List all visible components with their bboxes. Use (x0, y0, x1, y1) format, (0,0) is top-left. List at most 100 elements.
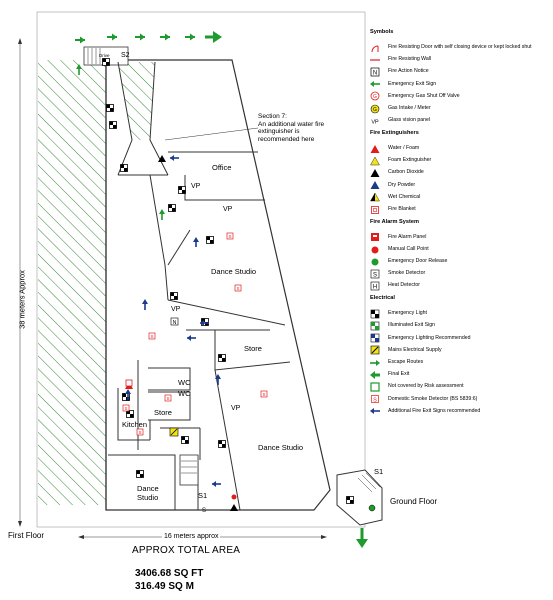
door-release-icon (370, 257, 380, 267)
legend-item-label: Wet Chemical (388, 193, 421, 200)
legend-item: Wet Chemical (370, 191, 553, 203)
small-s-label: S (202, 508, 207, 514)
escape-arrow-icon (159, 209, 165, 220)
svg-text:N: N (373, 71, 377, 77)
room-wc: WC (178, 389, 191, 398)
legend-item-label: Emergency Lighting Recommended (388, 334, 471, 341)
legend-item-label: Final Exit (388, 371, 410, 378)
fire-door-icon (370, 43, 380, 53)
escape-route-icon (370, 358, 380, 368)
legend-item: Manual Call Point (370, 243, 553, 255)
svg-text:VP: VP (371, 119, 379, 125)
legend-item: G Emergency Gas Shut Off Valve (370, 90, 553, 102)
legend-item-label: Fire Action Notice (388, 68, 429, 75)
room-dance-studio: Dance Studio (258, 443, 304, 452)
ground-floor-outline (336, 469, 383, 526)
area-title: APPROX TOTAL AREA (132, 545, 241, 556)
legend-item-label: Illuminated Exit Sign (388, 322, 435, 329)
exit-arrow-icon (106, 32, 118, 42)
drive-label: Drive (99, 53, 110, 58)
area-sqm: 316.49 SQ M (135, 581, 194, 592)
room-wc: WC (178, 378, 191, 387)
final-exit-icon (370, 370, 380, 380)
legend-item: Additional Fire Exit Signs recommended (370, 405, 553, 417)
dim-horizontal-label: 16 meters approx (162, 533, 221, 540)
ground-floor-label: Ground Floor (390, 497, 438, 506)
exit-sign-vertical-icon (125, 389, 131, 400)
final-exit-arrow-icon (205, 31, 222, 43)
legend-item: Emergency Door Release (370, 256, 553, 268)
interior-walls (108, 61, 291, 511)
note-line: recommended here (258, 135, 315, 143)
note-line: extinguisher is (258, 128, 300, 135)
vision-panel-label: VP (231, 405, 241, 412)
legend-item: Dry Powder (370, 179, 553, 191)
wet-chemical-icon (370, 192, 380, 202)
dry-powder-icon (370, 180, 380, 190)
legend-item-label: Emergency Gas Shut Off Valve (388, 92, 460, 99)
dim-vertical-label: 38 meters Approx (17, 270, 27, 329)
fire-action-notice-glyph: N (173, 320, 177, 326)
legend-item: Carbon Dioxide (370, 167, 553, 179)
alarm-panel-icon (125, 379, 133, 387)
note-line: An additional water fire (258, 120, 325, 128)
room-store: Store (244, 344, 262, 353)
legend-item-label: Not covered by Risk assessment (388, 383, 464, 390)
smoke-detectors (122, 232, 268, 436)
fire-wall-icon (370, 55, 380, 65)
escape-arrow-icon (76, 64, 82, 75)
call-point-icon (370, 245, 380, 255)
legend-item: Foam Extinguisher (370, 155, 553, 167)
legend-item: Water / Foam (370, 143, 553, 155)
vision-panel-label: VP (171, 306, 181, 313)
ground-door-release-icon (368, 504, 376, 512)
mains-supply-icon (169, 427, 179, 437)
legend-item-label: Smoke Detector (388, 270, 426, 277)
legend-item: Fire Blanket (370, 203, 553, 215)
stair-s2-treads (87, 48, 101, 64)
legend-item-label: Emergency Exit Sign (388, 80, 437, 87)
stair-label: S1 (198, 491, 208, 500)
exit-arrow-icon (184, 32, 196, 42)
exit-sign-vertical-icon (193, 237, 199, 247)
lighting-recommended-icon (370, 333, 380, 343)
legend-item-label: Fire Resisting Door with self closing de… (388, 44, 532, 51)
not-covered-icon (370, 382, 380, 392)
illuminated-exit-icon (370, 321, 380, 331)
legend-item-label: Fire Alarm Panel (388, 233, 427, 240)
gas-shutoff-icon: G (370, 91, 380, 101)
ground-stair (357, 472, 381, 493)
fire-action-notice-icon: N (370, 67, 380, 77)
svg-text:G: G (373, 107, 377, 113)
fire-action-notice-icon (170, 317, 179, 326)
legend-item: VP Glass vision panel (370, 115, 553, 127)
legend-item-label: Additional Fire Exit Signs recommended (388, 407, 481, 414)
exit-sign-arrow-icon (370, 79, 380, 89)
legend-item-label: Fire Blanket (388, 205, 416, 212)
ground-stair-label: S1 (374, 467, 384, 476)
emergency-light-icon (370, 309, 380, 319)
legend-item-label: Glass vision panel (388, 117, 431, 124)
note-line: Section 7: (258, 113, 287, 120)
section-note: Section 7: An additional water fire exti… (258, 113, 324, 143)
legend-item: Final Exit (370, 369, 553, 381)
room-dance-studio: Dance Studio (211, 267, 257, 276)
not-covered-area-top (118, 62, 155, 140)
ground-emergency-light-icon (346, 496, 354, 504)
stair-s1-first (179, 454, 199, 486)
legend-item: Fire Resisting Wall (370, 54, 553, 66)
legend-item: Escape Routes (370, 357, 553, 369)
legend-symbols-title: Symbols (370, 29, 394, 35)
legend-item-label: Escape Routes (388, 358, 424, 365)
legend-item-label: Dry Powder (388, 181, 416, 188)
area-sqft: 3406.68 SQ FT (135, 568, 204, 579)
legend-alarm-title: Fire Alarm System (370, 218, 419, 225)
exit-arrow-icon (159, 32, 171, 42)
legend-item-label: Carbon Dioxide (388, 169, 424, 176)
legend-item-label: Manual Call Point (388, 245, 429, 252)
room-kitchen: Kitchen (122, 420, 148, 429)
heat-detector-icon: H (370, 281, 380, 291)
